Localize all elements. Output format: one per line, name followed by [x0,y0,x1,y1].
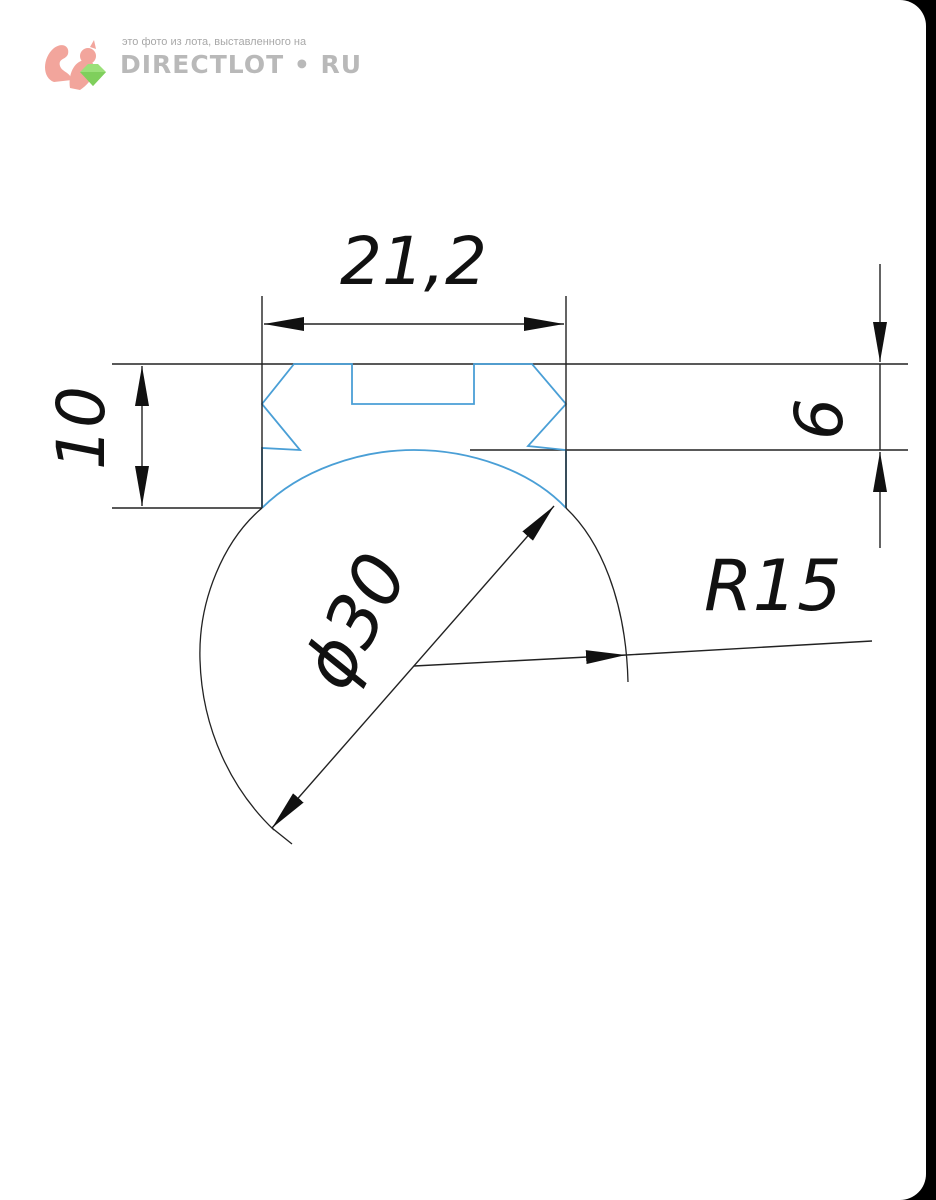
radius-dimension-label: R15 [704,545,842,627]
depth-dimension-label: 6 [781,398,858,440]
radius-leader-line [625,640,873,656]
watermark-brand: DIRECTLOT • RU [120,50,363,79]
radius-dimension-line [413,650,627,667]
squirrel-with-gem-icon [45,40,106,90]
height-dimension-label: 10 [43,386,120,470]
diameter-leader-tail [271,827,293,845]
diameter-dimension-line [271,505,555,829]
profile-outline [260,363,568,509]
extension-lines [261,296,567,508]
directlot-watermark: это фото из лота, выставленного на DIREC… [40,36,363,96]
watermark-caption: это фото из лота, выставленного на [122,36,307,48]
circle-arc [199,507,629,831]
width-dimension-label: 21,2 [340,223,487,300]
